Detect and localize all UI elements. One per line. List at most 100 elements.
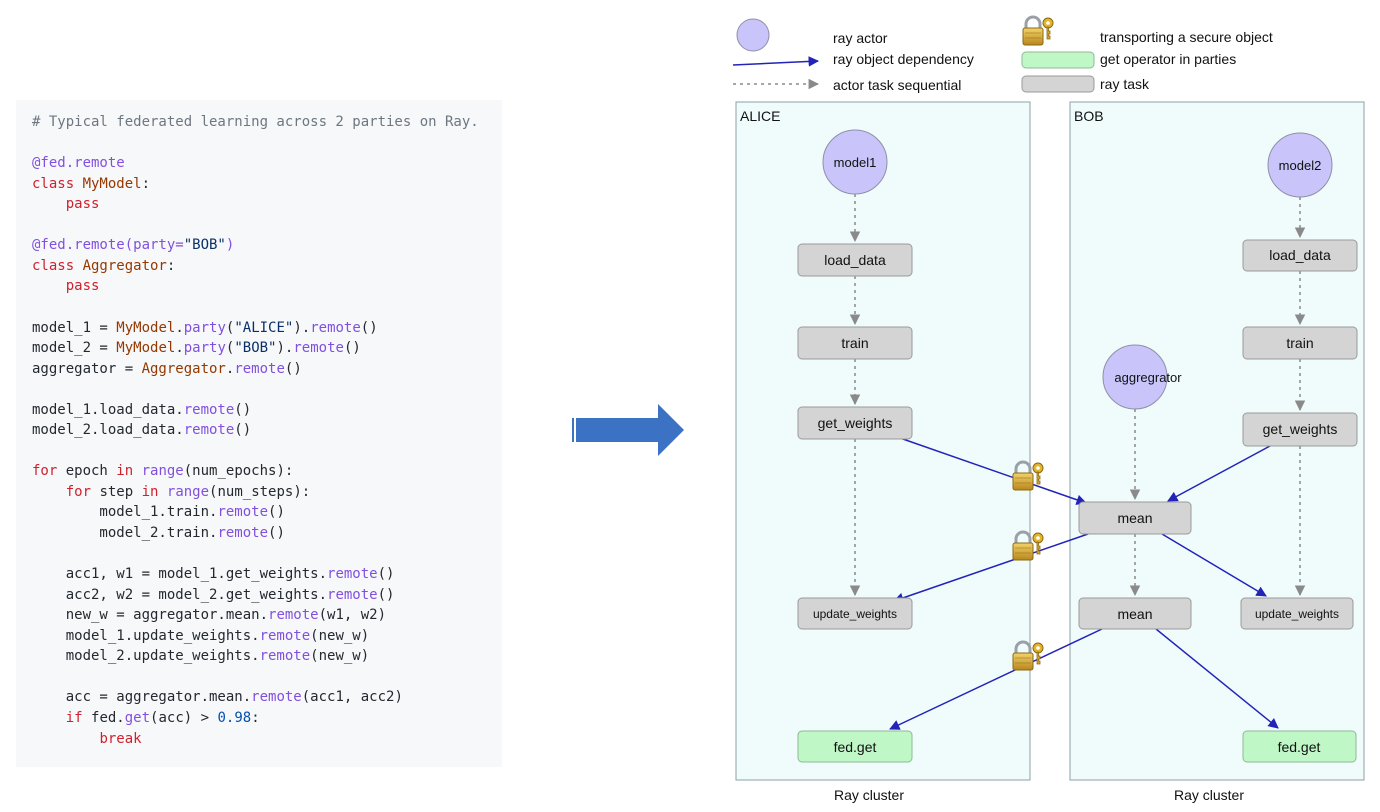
legend-dependency-label: ray object dependency	[833, 51, 974, 67]
code-token: class	[32, 175, 83, 192]
code-line: model_2.load_data.remote()	[32, 420, 251, 441]
legend-actor-label: ray actor	[833, 30, 888, 46]
code-token: range	[141, 463, 184, 480]
code-line: pass	[32, 276, 100, 297]
code-token: ()	[377, 566, 395, 583]
code-line: aggregator = Aggregator.remote()	[32, 359, 302, 380]
code-line: acc1, w1 = model_1.get_weights.remote()	[32, 564, 395, 585]
legend-secure-label: transporting a secure object	[1100, 29, 1273, 45]
code-line: @fed.remote	[32, 153, 125, 174]
dependency-edges	[889, 437, 1279, 730]
task-bob-load-data: load_data	[1242, 239, 1358, 272]
code-token: (num_steps):	[209, 483, 311, 500]
lock-icon	[1011, 640, 1045, 672]
legend-sequential-label: actor task sequential	[833, 77, 961, 93]
task-bob-update-weights: update_weights	[1240, 597, 1354, 630]
bob-cluster-caption: Ray cluster	[1174, 787, 1244, 803]
code-line: # Typical federated learning across 2 pa…	[32, 112, 479, 133]
code-line: acc = aggregator.mean.remote(acc1, acc2)	[32, 687, 403, 708]
edge-mean2-bob-fedget	[1155, 628, 1279, 729]
code-token: ()	[268, 525, 285, 541]
code-token: ()	[234, 401, 252, 418]
code-token: aggregator =	[32, 360, 142, 377]
code-token: acc2, w2 = model_2.get_weights.	[32, 586, 328, 603]
code-token: remote	[268, 607, 319, 624]
actor-aggregator: aggregrator	[1102, 344, 1182, 410]
sequential-edges	[849, 194, 1306, 597]
actor-model1: model1	[822, 129, 888, 195]
code-token: model_2.train.	[32, 525, 218, 541]
code-token: # Typical federated learning across 2 pa…	[32, 114, 479, 130]
transform-arrow	[572, 404, 684, 456]
code-token: ()	[268, 504, 285, 521]
code-token: remote	[183, 422, 235, 439]
code-token: party	[183, 319, 226, 336]
code-line: if fed.get(acc) > 0.98:	[32, 708, 260, 729]
task-mean-acc-label: mean	[1117, 606, 1152, 622]
code-token: range	[166, 483, 210, 500]
legend-dependency-swatch	[732, 56, 820, 67]
code-token: "BOB"	[183, 237, 226, 254]
code-token: @fed.remote	[32, 155, 125, 172]
code-token: remote	[234, 360, 285, 377]
code-token: remote	[251, 689, 302, 706]
task-alice-update-weights-label: update_weights	[813, 607, 897, 621]
code-line: new_w = aggregator.mean.remote(w1, w2)	[32, 605, 386, 626]
legend-actor-swatch	[736, 18, 770, 52]
edge-mean-bob-update	[1161, 533, 1267, 597]
task-alice-train-label: train	[841, 335, 868, 351]
edge-bob-weights-mean	[1167, 445, 1271, 502]
edge-mean2-alice-fedget	[889, 628, 1103, 730]
code-token: in	[141, 483, 167, 500]
code-token: @fed.remote(party=	[32, 237, 184, 254]
legend-task-label: ray task	[1100, 76, 1150, 92]
task-bob-get-weights-label: get_weights	[1263, 421, 1338, 437]
code-token: ()	[360, 319, 378, 336]
code-line: class MyModel:	[32, 174, 150, 195]
code-token: remote	[327, 566, 378, 583]
code-token: pass	[65, 278, 100, 295]
task-alice-fed-get-label: fed.get	[834, 739, 877, 755]
actor-aggregator-label: aggregrator	[1114, 370, 1182, 385]
code-token: fed.	[91, 709, 125, 726]
task-bob-fed-get: fed.get	[1242, 730, 1357, 763]
code-token: model_1.update_weights.	[32, 627, 260, 644]
code-token: (w1, w2)	[318, 607, 387, 624]
code-token: MyModel	[82, 175, 142, 192]
code-token: .	[175, 319, 184, 336]
code-token: break	[99, 730, 142, 747]
code-token: :	[141, 175, 151, 192]
code-token: ()	[284, 360, 302, 377]
code-token: Aggregator	[141, 360, 226, 377]
task-bob-train-label: train	[1286, 335, 1313, 351]
code-token: ).	[293, 319, 311, 336]
code-token: (acc) >	[150, 709, 218, 726]
code-token: MyModel	[116, 340, 176, 357]
code-token: "ALICE"	[234, 319, 294, 336]
code-token: "BOB"	[234, 340, 277, 357]
code-line: for epoch in range(num_epochs):	[32, 461, 293, 482]
actor-model2: model2	[1267, 132, 1333, 198]
lock-icon	[1011, 530, 1045, 562]
code-token: acc = aggregator.mean.	[32, 689, 252, 706]
code-line: model_1 = MyModel.party("ALICE").remote(…	[32, 318, 378, 339]
code-line: model_2.train.remote()	[32, 523, 285, 544]
code-line: model_1.update_weights.remote(new_w)	[32, 626, 369, 647]
code-token: for	[32, 463, 66, 480]
code-token: ()	[377, 586, 395, 603]
code-token: ()	[343, 340, 361, 357]
code-token: acc1, w1 = model_1.get_weights.	[32, 566, 328, 583]
task-alice-get-weights: get_weights	[797, 406, 913, 440]
code-line: model_2.update_weights.remote(new_w)	[32, 646, 369, 667]
code-token: (	[225, 319, 235, 336]
code-token: ).	[276, 340, 294, 357]
edge-alice-weights-mean	[899, 437, 1087, 505]
code-token: model_1 =	[32, 319, 117, 336]
code-token: remote	[259, 648, 311, 665]
code-line: pass	[32, 194, 100, 215]
task-alice-load-data: load_data	[797, 243, 913, 277]
code-token: )	[225, 237, 235, 254]
code-token: remote	[217, 504, 269, 521]
code-token: new_w = aggregator.mean.	[32, 607, 269, 624]
